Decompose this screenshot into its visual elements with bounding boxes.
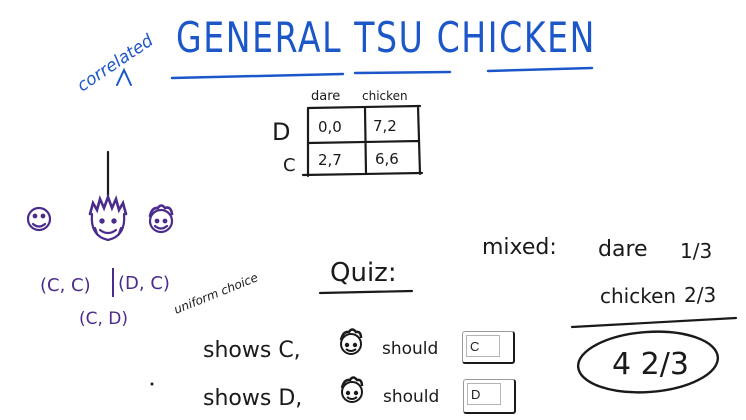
caret-mark bbox=[116, 67, 132, 86]
title-underline-2 bbox=[353, 70, 452, 75]
payoff-matrix: dare chicken D C 0,0 7,2 2,7 6,6 bbox=[272, 89, 424, 178]
matrix-cell-dd: 0,0 bbox=[318, 118, 342, 136]
title-underline-3 bbox=[486, 66, 594, 73]
q2-curly-face-icon bbox=[340, 376, 364, 403]
title-underline-1 bbox=[170, 72, 345, 80]
curly-hair-face-icon bbox=[148, 204, 174, 234]
matrix-grid bbox=[301, 104, 424, 178]
q2-answer-box: D bbox=[463, 379, 516, 414]
mixed-dare-value: 1/3 bbox=[680, 239, 712, 263]
q1-answer-box: C bbox=[462, 331, 515, 364]
mixed-underline bbox=[570, 316, 738, 329]
quiz-questions: shows C, should shows D, should bbox=[203, 328, 439, 411]
matrix-cell-cc: 6,6 bbox=[375, 150, 399, 168]
correlated-note: correlated bbox=[74, 31, 158, 96]
matrix-cell-cd: 2,7 bbox=[318, 151, 342, 169]
mixed-label: mixed: bbox=[482, 235, 557, 260]
mixed-chicken-label: chicken bbox=[600, 284, 676, 308]
result-value: 4 2/3 bbox=[612, 347, 689, 382]
title-group: correlated GENERAL TSU CHICKEN bbox=[74, 13, 596, 96]
spiky-hair-face-icon bbox=[88, 193, 128, 242]
q2-should: should bbox=[383, 387, 439, 407]
matrix-col-chicken: chicken bbox=[362, 89, 408, 103]
outcome-dc: (D, C) bbox=[118, 273, 170, 294]
q1-shows: shows C, bbox=[203, 338, 301, 363]
quiz-underline bbox=[318, 289, 414, 295]
faces-tree bbox=[26, 150, 174, 242]
uniform-choice-label: uniform choice bbox=[172, 270, 260, 316]
mixed-strategy: mixed: dare 1/3 chicken 2/3 4 2/3 bbox=[482, 235, 738, 394]
matrix-col-dare: dare bbox=[311, 89, 340, 104]
outcomes: (C, C) (D, C) (C, D) bbox=[40, 268, 170, 329]
smiley-face-icon bbox=[26, 206, 52, 232]
stray-dot bbox=[150, 382, 154, 386]
matrix-cell-dc: 7,2 bbox=[373, 117, 397, 135]
quiz-heading: Quiz: bbox=[330, 258, 397, 288]
outcome-cc: (C, C) bbox=[40, 275, 91, 296]
matrix-row-c: C bbox=[283, 155, 296, 176]
q1-should: should bbox=[382, 339, 438, 359]
mixed-dare-label: dare bbox=[598, 237, 648, 262]
result-circle bbox=[576, 330, 720, 394]
q1-curly-face-icon bbox=[339, 328, 363, 355]
q2-shows: shows D, bbox=[203, 386, 302, 411]
mixed-chicken-value: 2/3 bbox=[684, 283, 716, 307]
q1-answer-input[interactable]: C bbox=[466, 335, 500, 357]
outcome-cd: (C, D) bbox=[79, 309, 128, 329]
q2-answer-input[interactable]: D bbox=[467, 383, 501, 405]
page-title: GENERAL TSU CHICKEN bbox=[176, 13, 596, 62]
matrix-row-d: D bbox=[272, 118, 290, 146]
